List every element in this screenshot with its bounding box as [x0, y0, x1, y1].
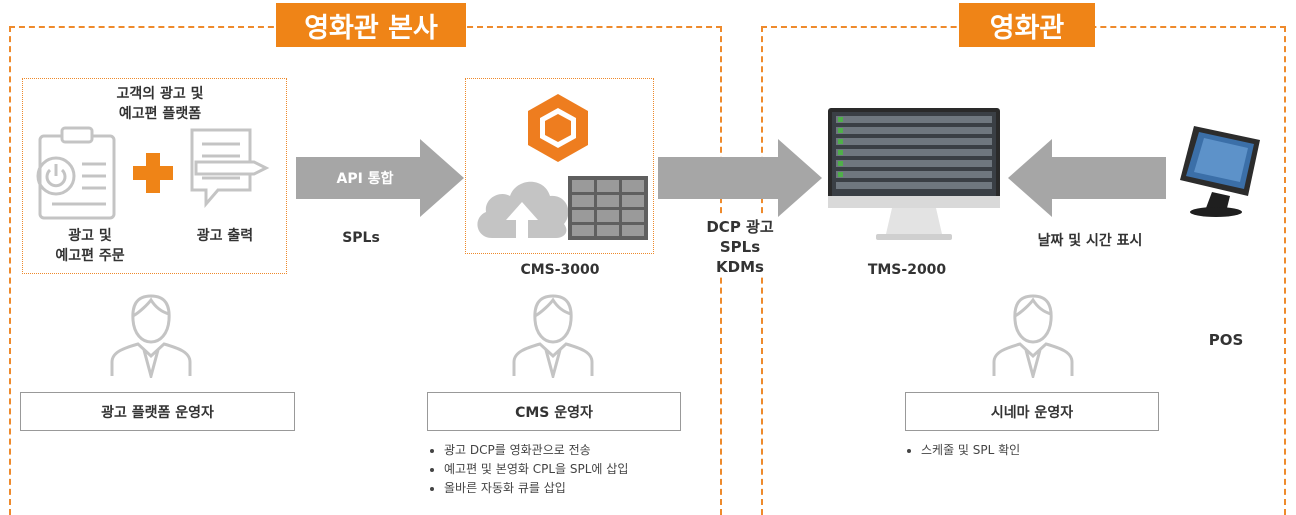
platform-title: 고객의 광고 및 예고편 플랫폼: [116, 86, 204, 122]
cinema-task-list: 스케줄 및 SPL 확인: [905, 441, 1171, 460]
platform-box: [22, 78, 287, 274]
cms-operator-box: CMS 운영자: [427, 392, 681, 431]
api-arrow: [296, 139, 464, 217]
cms-device-label: CMS-3000: [520, 262, 600, 278]
plus-icon: [133, 153, 173, 193]
pos-arrow: [1008, 139, 1166, 217]
pos-arrow-label: 날짜 및 시간 표시: [1037, 233, 1143, 249]
cloud-upload-icon: [477, 181, 569, 238]
cms-box: [465, 78, 654, 254]
document-pen-icon: [190, 128, 270, 209]
cinema-operator-person-icon: [992, 294, 1074, 378]
cms-task-item: 올바른 자동화 큐를 삽입: [444, 479, 714, 498]
order-label: 광고 및 예고편 주문: [55, 228, 125, 264]
api-arrow-label: API 통합: [336, 171, 394, 187]
cms-task-item: 예고편 및 본영화 CPL을 SPL에 삽입: [444, 460, 714, 479]
cinema-task-item: 스케줄 및 SPL 확인: [921, 441, 1171, 460]
output-label: 광고 출력: [196, 228, 254, 244]
tms-device-label: TMS-2000: [867, 262, 947, 278]
cms-operator-person-icon: [512, 294, 594, 378]
pos-device-label: POS: [1208, 331, 1244, 349]
cinema-region-title: 영화관: [959, 3, 1095, 47]
hq-region-title: 영화관 본사: [276, 3, 466, 47]
ad-operator-box: 광고 플랫폼 운영자: [20, 392, 295, 431]
server-rack-icon: [568, 176, 648, 240]
clipboard-power-icon: [36, 126, 116, 220]
cinema-operator-box: 시네마 운영자: [905, 392, 1159, 431]
pos-terminal-icon: [1180, 126, 1260, 217]
delivery-label: DCP 광고 SPLs KDMs: [690, 217, 790, 277]
delivery-arrow: [658, 139, 822, 217]
cms-task-item: 광고 DCP를 영화관으로 전송: [444, 441, 714, 460]
ad-operator-person-icon: [110, 294, 192, 378]
tms-monitor-icon: [828, 108, 1000, 240]
cms-task-list: 광고 DCP를 영화관으로 전송 예고편 및 본영화 CPL을 SPL에 삽입 …: [428, 441, 714, 498]
spls-label: SPLs: [342, 230, 380, 246]
hexagon-logo-icon: [528, 94, 588, 162]
